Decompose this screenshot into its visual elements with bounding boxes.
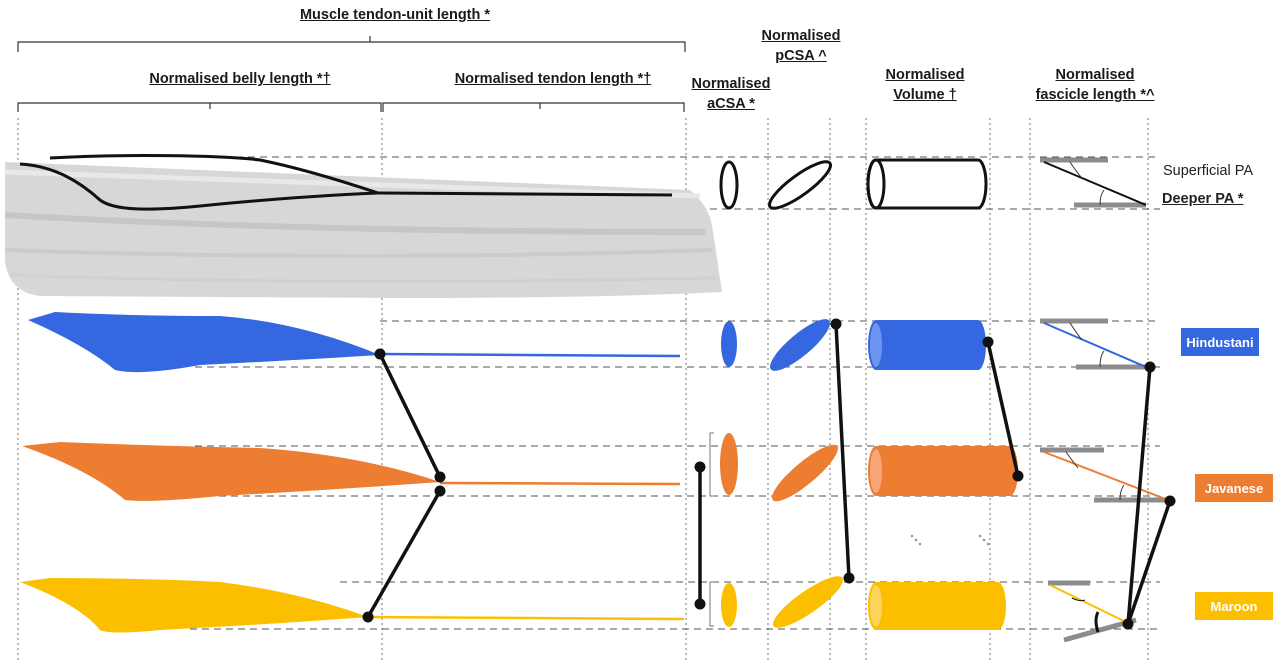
volume-outline-cylinder: [866, 158, 988, 210]
muscle-outline: [19, 154, 673, 211]
volume-maroon-cylinder: [868, 582, 1006, 630]
volume-label-line1: Normalised: [885, 67, 965, 83]
fascicle-label-line2: fascicle length *^: [1035, 87, 1155, 103]
deeper-pa-label: Deeper PA *: [1162, 191, 1244, 207]
connector-dots: [362, 318, 1176, 630]
pcsa-outline-ellipse: [767, 160, 833, 210]
acsa-hindustani-ellipse: [721, 321, 737, 367]
acsa-maroon-ellipse: [721, 583, 737, 627]
connector-lines: [366, 322, 1172, 626]
volume-label-line2: Volume †: [893, 87, 957, 103]
pcsa-label-line2: pCSA ^: [775, 48, 827, 64]
group-tag-hindustani: Hindustani: [1181, 328, 1259, 356]
pcsa-hindustani-ellipse: [770, 319, 830, 371]
pcsa-maroon-ellipse: [773, 576, 843, 628]
acsa-label-line2: aCSA *: [707, 96, 755, 112]
fascicle-hindustani: [1040, 318, 1147, 370]
belly-length-label: Normalised belly length *†: [149, 71, 331, 87]
superficial-pa-label: Superficial PA: [1163, 163, 1253, 179]
hindustani-belly: [28, 312, 681, 373]
ellipsis-dots: [910, 534, 990, 546]
maroon-belly: [20, 578, 685, 633]
javanese-belly: [22, 442, 681, 501]
acsa-outline-ellipse: [719, 160, 739, 210]
volume-hindustani-cylinder: [868, 320, 986, 370]
group-tag-javanese: Javanese: [1195, 474, 1273, 502]
ultrasound-image: [4, 162, 722, 298]
brackets: [17, 36, 686, 112]
volume-javanese-cylinder: [868, 446, 1018, 496]
fascicle-label-line1: Normalised: [1055, 67, 1135, 83]
acsa-label-line1: Normalised: [691, 76, 771, 92]
pcsa-javanese-ellipse: [772, 444, 838, 502]
fascicle-maroon: [1048, 580, 1137, 643]
tendon-length-label: Normalised tendon length *†: [454, 71, 652, 87]
acsa-javanese-ellipse: [720, 433, 738, 495]
group-tag-maroon: Maroon: [1195, 592, 1273, 620]
fascicle-javanese: [1040, 447, 1169, 503]
fascicle-outline: [1040, 157, 1147, 208]
acsa-brackets: [709, 432, 714, 627]
mtu-length-label: Muscle tendon-unit length *: [299, 7, 491, 23]
pcsa-label-line1: Normalised: [761, 28, 841, 44]
